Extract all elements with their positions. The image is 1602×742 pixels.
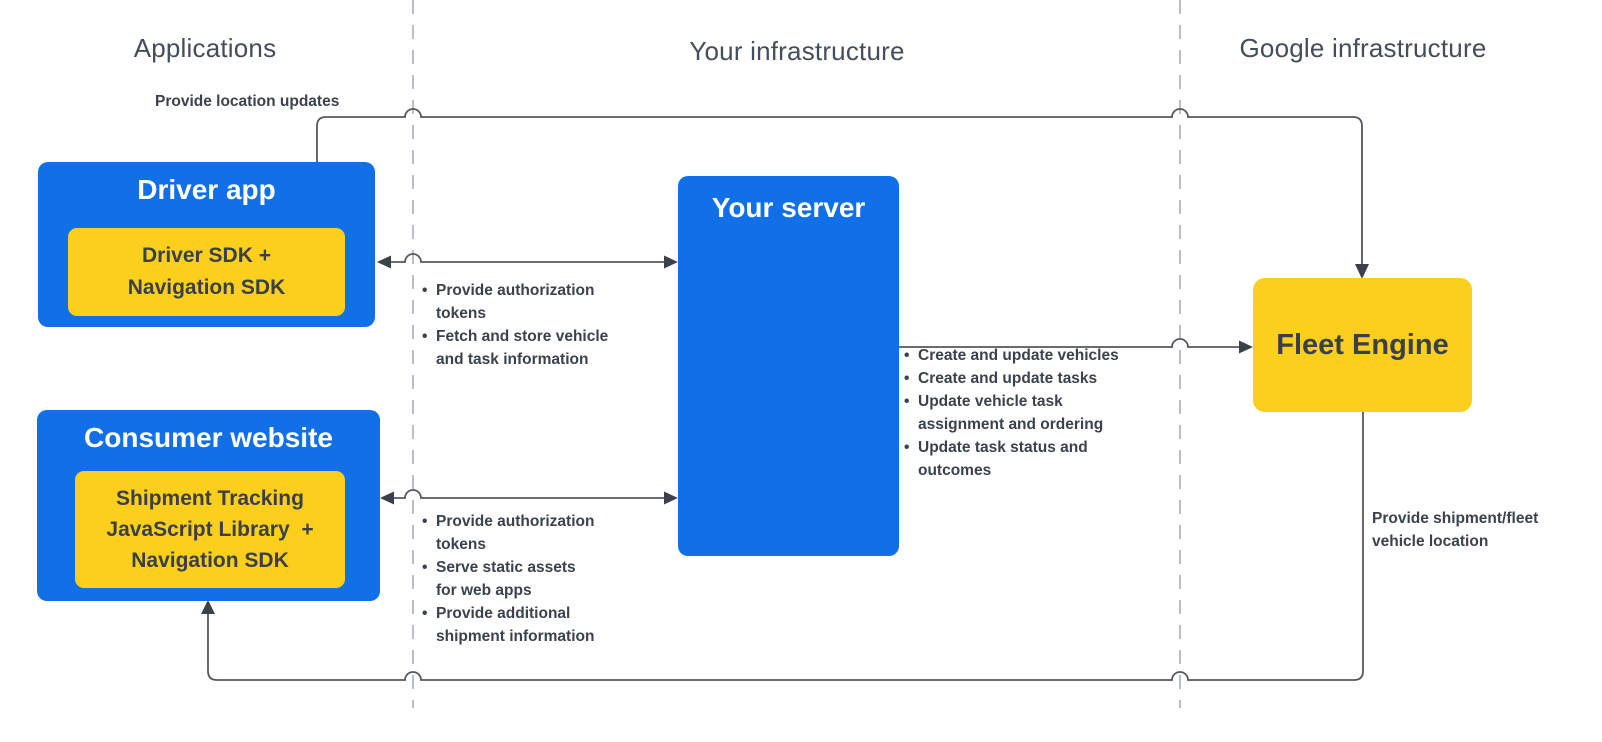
label-provide-shipment-fleet-vehicle-location: Provide shipment/fleet vehicle location [1372, 510, 1539, 550]
edge-consumer-server-line [393, 489, 665, 499]
list-server-fleet-actions: Create and update vehiclesCreate and upd… [903, 344, 1119, 482]
edge-driver-server-line [390, 253, 665, 263]
arrowhead-into-consumer-website [380, 491, 394, 505]
arrowhead-into-your-server-top [664, 255, 678, 269]
driver-app-title: Driver app [137, 174, 276, 205]
arrowhead-into-your-server-bottom [664, 491, 678, 505]
node-fleet-engine: Fleet Engine [1253, 278, 1472, 412]
bullet-item: Fetch and store vehicle and task informa… [421, 325, 608, 371]
node-shipment-tracking-library: Shipment Tracking JavaScript Library + N… [75, 471, 345, 588]
bullet-item: Provide authorization tokens [421, 510, 594, 556]
bullet-item: Create and update tasks [903, 367, 1119, 390]
arrowhead-into-fleet-engine-left [1239, 340, 1253, 354]
node-driver-app: Driver app Driver SDK + Navigation SDK [38, 162, 375, 327]
arrowhead-into-driver-app [377, 255, 391, 269]
bullet-item: Update task status and outcomes [903, 436, 1119, 482]
bullet-item: Create and update vehicles [903, 344, 1119, 367]
node-driver-sdk: Driver SDK + Navigation SDK [68, 228, 345, 316]
bullet-item: Serve static assets for web apps [421, 556, 594, 602]
label-provide-location-updates: Provide location updates [155, 93, 340, 110]
consumer-website-title: Consumer website [84, 422, 333, 453]
column-header-google-infrastructure: Google infrastructure [1239, 33, 1487, 63]
edge-server-fleet-line [899, 338, 1240, 348]
arrowhead-into-consumer-website-bottom [201, 600, 215, 614]
column-header-your-infrastructure: Your infrastructure [689, 36, 905, 66]
bullet-item: Provide authorization tokens [421, 279, 608, 325]
arrowhead-into-fleet-engine-top [1355, 264, 1369, 279]
bullet-item: Provide additional shipment information [421, 602, 594, 648]
list-driver-server-actions: Provide authorization tokensFetch and st… [421, 279, 608, 371]
your-server-title: Your server [711, 192, 866, 223]
edge-location-updates-line [316, 108, 1363, 265]
edge-fleet-consumer-line [207, 412, 1364, 681]
node-consumer-website: Consumer website Shipment Tracking JavaS… [37, 410, 380, 601]
column-header-applications: Applications [133, 33, 277, 63]
bullet-item: Update vehicle task assignment and order… [903, 390, 1119, 436]
list-consumer-server-actions: Provide authorization tokensServe static… [421, 510, 594, 648]
node-your-server: Your server [678, 176, 899, 556]
